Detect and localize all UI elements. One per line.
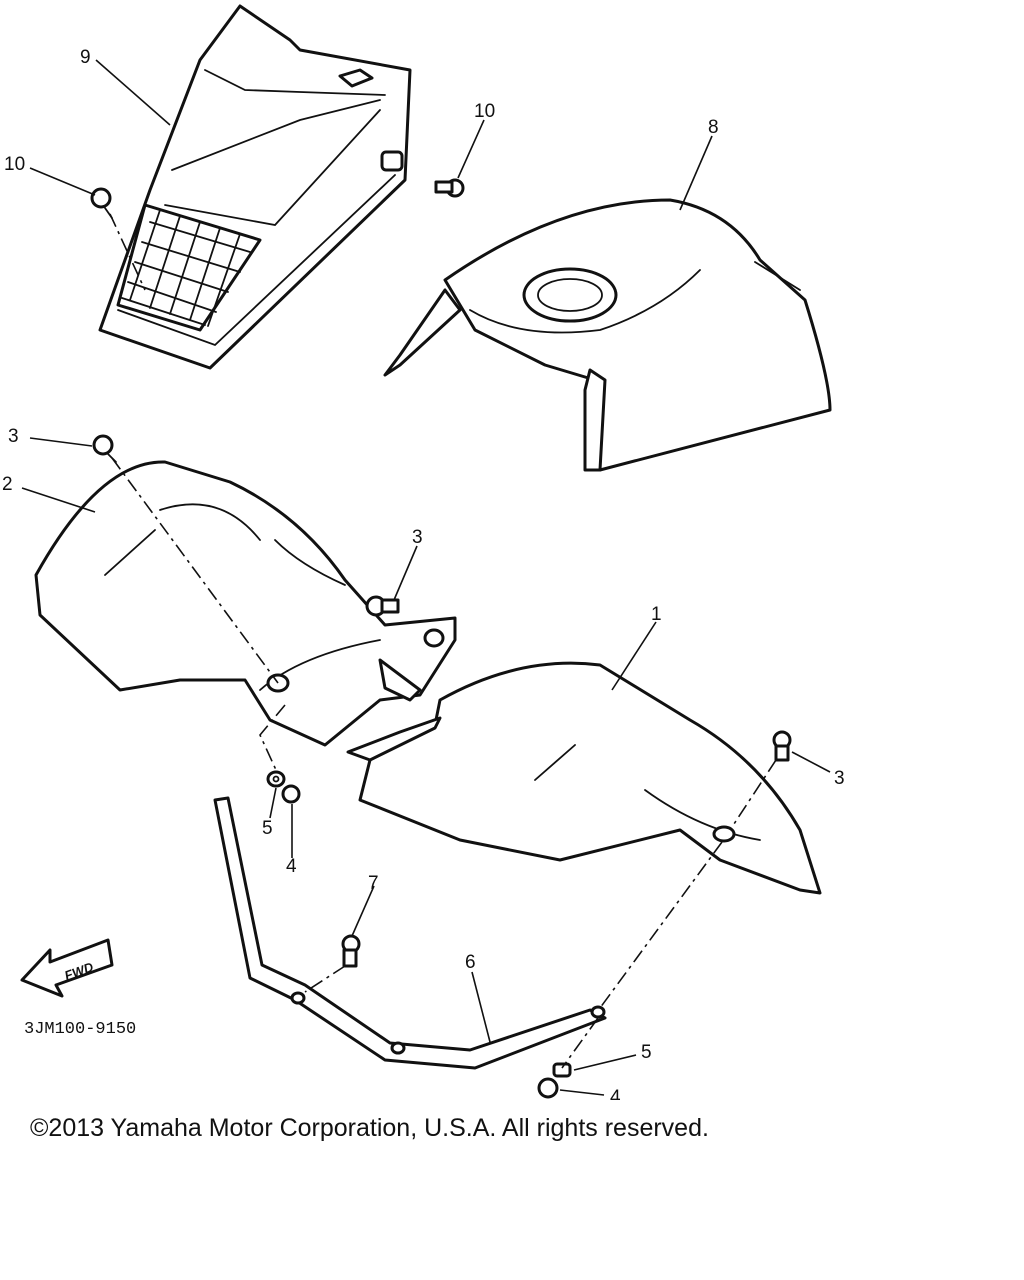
assembly-line-stay-to-nut: [561, 1017, 599, 1069]
fender-stay-part-6: [213, 796, 607, 1070]
fastener-bolt-3-mid: [365, 595, 400, 617]
callout-4-right: 4: [610, 1087, 621, 1100]
fwd-arrow-icon: FWD: [20, 938, 114, 998]
callout-3-mid: 3: [412, 527, 423, 548]
callout-3-top: 3: [8, 426, 19, 447]
fastener-bolt-7: [341, 934, 361, 968]
grille-mesh: [116, 203, 262, 332]
callout-10-left: 10: [4, 154, 25, 175]
callout-9: 9: [80, 47, 91, 68]
assembly-line-bolt-7-to-stay: [304, 965, 346, 993]
assembly-line-bolt-3-to-rear-fender: [729, 759, 777, 831]
copyright-notice: ©2013 Yamaha Motor Corporation, U.S.A. A…: [30, 1114, 709, 1142]
callout-1: 1: [651, 604, 662, 625]
callout-4-left: 4: [286, 856, 297, 877]
callout-10-right: 10: [474, 101, 495, 122]
rear-fender-part-1: [346, 661, 822, 895]
tank-cover-part-8: [383, 198, 832, 472]
front-fender-part-2: [34, 460, 457, 747]
callout-5-right: 5: [641, 1042, 652, 1063]
leader-lines: [21, 59, 831, 1096]
callout-7: 7: [368, 873, 379, 894]
assembly-line-bolt-3-to-front-fender: [111, 457, 279, 684]
fastener-washer-5-left: [266, 770, 286, 788]
callout-5-left: 5: [262, 818, 273, 839]
fastener-bolt-10-right: [434, 178, 465, 198]
assembly-line-fender-to-washer: [259, 704, 286, 771]
fastener-spring-5-right: [552, 1062, 572, 1078]
callout-3-right: 3: [834, 768, 845, 789]
assembly-line-rear-fender-to-stay: [599, 841, 723, 1009]
fastener-nut-4-right: [537, 1077, 559, 1099]
parts-diagram: 9 10 10 8 3 2 3 1 3 5 4 7 6 5 4 FWD 3JM1…: [2, 4, 845, 1100]
callout-8: 8: [708, 117, 719, 138]
fastener-bolt-3-right: [772, 730, 792, 762]
fastener-nut-4-left: [281, 784, 301, 804]
assembly-line-bolt-10-to-grille: [109, 213, 146, 291]
diagram-code: 3JM100-9150: [24, 1020, 136, 1039]
fastener-bolt-10-left: [90, 187, 113, 219]
callout-2: 2: [2, 474, 13, 495]
callout-6: 6: [465, 952, 476, 973]
